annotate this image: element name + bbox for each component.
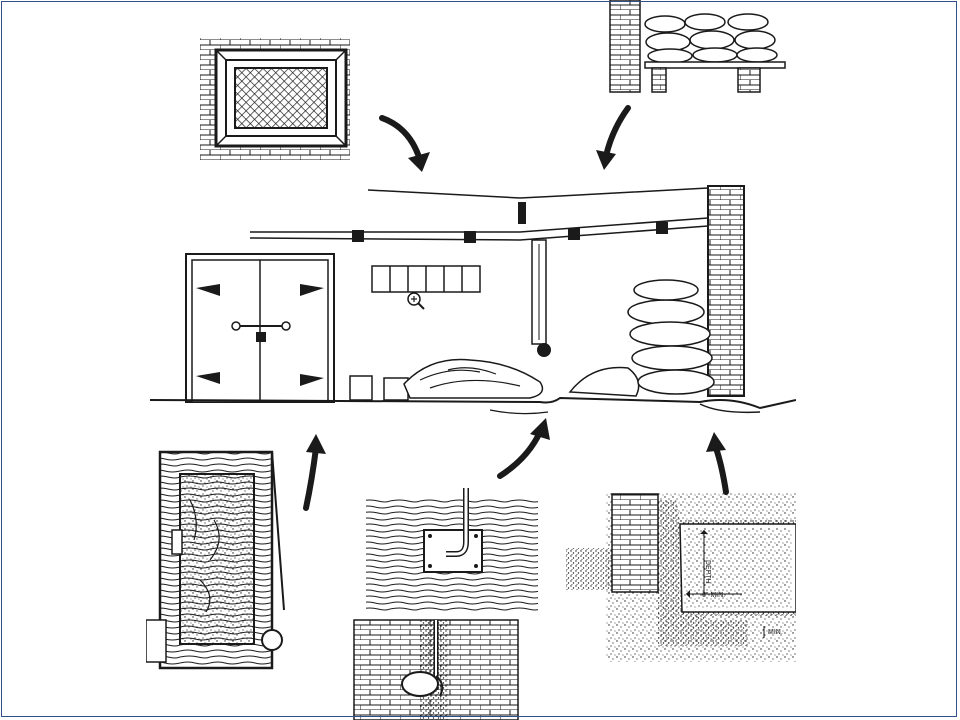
left-margin: [0, 0, 146, 720]
stormboard-panel-inset: [146, 450, 285, 670]
basement-flood-prevention-illustration: DEPTH 6" MIN. MIN.: [146, 0, 796, 720]
textured-board: [179, 473, 255, 645]
width-min-label: 6" MIN.: [702, 592, 725, 599]
window-screen-inset: [200, 38, 350, 160]
foundation-cross-section-inset: DEPTH 6" MIN. MIN.: [566, 492, 796, 662]
floor-drain-inset: [366, 488, 538, 612]
arrow-bottom-right: [706, 432, 729, 495]
vertical-drain-pipe: [531, 239, 551, 357]
small-basement-window: [371, 265, 481, 293]
depth-label: DEPTH: [704, 560, 711, 584]
window-mesh-screen: [234, 67, 328, 129]
brick-foundation-wall: [611, 493, 659, 593]
sandbag-stack: [568, 279, 715, 397]
basement-double-doors: [185, 253, 335, 403]
floor-line: [149, 396, 796, 410]
basement-scene: [149, 185, 796, 415]
arrow-bottom-left: [303, 434, 326, 511]
overhead-water-pipe: [352, 202, 668, 243]
sandbags-on-pallet-inset: [609, 0, 786, 93]
debris-pile: [403, 358, 544, 399]
wheel: [261, 629, 283, 651]
right-margin: [796, 0, 960, 720]
brick-column: [707, 185, 745, 397]
brick-pillar: [609, 0, 641, 93]
pallet-top: [644, 61, 786, 69]
door-latch: [231, 321, 291, 342]
min-label: MIN.: [768, 629, 783, 636]
storage-box: [349, 375, 373, 401]
pipe-valve-inset: [353, 619, 519, 720]
magnifier-plus-icon[interactable]: [407, 292, 425, 310]
arrow-top-left: [379, 115, 430, 172]
arrow-bottom-center: [497, 418, 550, 479]
valve-fitting: [401, 671, 439, 697]
storage-box: [383, 377, 409, 401]
arrow-top-right: [596, 105, 631, 170]
